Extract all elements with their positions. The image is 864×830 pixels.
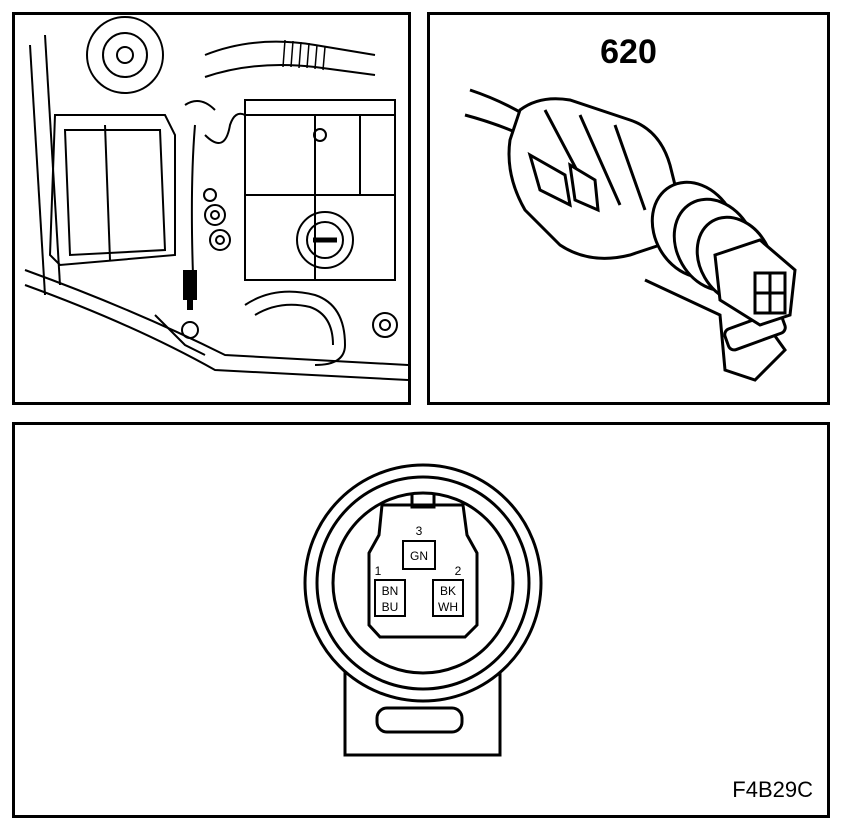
pin-1-color-b: BU bbox=[382, 600, 399, 614]
pin-3-number: 3 bbox=[416, 524, 423, 538]
engine-bay-illustration-panel bbox=[12, 12, 411, 405]
pin-1-color-a: BN bbox=[382, 584, 399, 598]
pin-2-color-a: BK bbox=[440, 584, 456, 598]
pin-3-box bbox=[402, 540, 436, 570]
pin-2-color-b: WH bbox=[438, 600, 458, 614]
pinout-panel: 3 1 2 GN BN BU BK WH F4B29C bbox=[12, 422, 830, 818]
component-number: 620 bbox=[600, 33, 657, 71]
connector-face-diagram: 3 1 2 GN BN BU BK WH bbox=[303, 463, 543, 757]
pin-1-box bbox=[374, 579, 406, 617]
figure-code: F4B29C bbox=[732, 777, 813, 802]
pin-2-box bbox=[432, 579, 464, 617]
connector-illustration-panel: 620 bbox=[427, 12, 830, 405]
pin-1-number: 1 bbox=[375, 564, 382, 578]
connector-illustration bbox=[464, 88, 797, 382]
pin-3-color: GN bbox=[410, 549, 428, 563]
pin-2-number: 2 bbox=[455, 564, 462, 578]
engine-bay-illustration bbox=[24, 16, 408, 381]
